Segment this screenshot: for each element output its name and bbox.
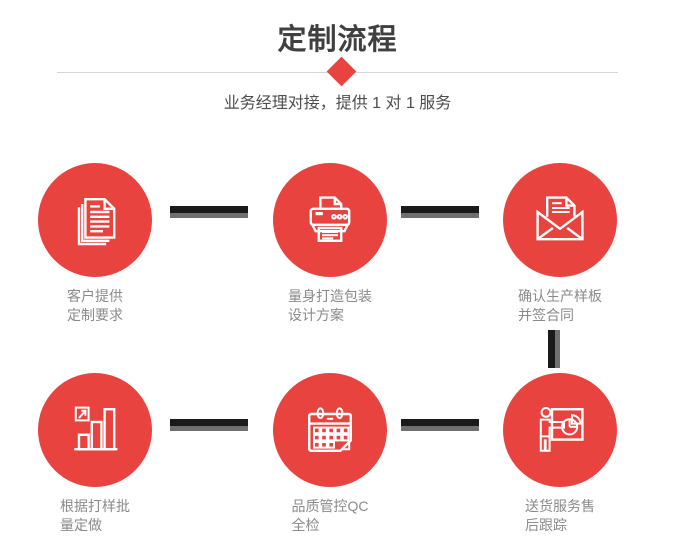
bar-chart-icon — [74, 406, 118, 451]
page-title: 定制流程 — [277, 24, 398, 56]
page-subtitle: 业务经理对接，提供 1 对 1 服务 — [223, 95, 452, 112]
step6-label-line2: 后跟踪 — [525, 517, 567, 533]
printer-icon — [309, 196, 351, 242]
step6-circle — [503, 373, 617, 487]
envelope-icon — [536, 196, 584, 241]
step3-label-line1: 确认生产样板 — [518, 288, 602, 304]
step2-label-line2: 设计方案 — [288, 307, 344, 323]
step4-label: 根据打样批 量定做 — [5, 497, 185, 535]
step4-label-line1: 根据打样批 — [60, 498, 130, 514]
connector-step1-step2 — [170, 206, 248, 218]
step1-label-line2: 定制要求 — [67, 307, 123, 323]
step6-label-line1: 送货服务售 — [525, 498, 595, 514]
step3-label-line2: 并签合同 — [518, 307, 574, 323]
step2-label-line1: 量身打造包装 — [288, 288, 372, 304]
connector-step3-step6 — [548, 330, 560, 368]
step3-label: 确认生产样板 并签合同 — [470, 287, 650, 325]
step5-circle — [273, 373, 387, 487]
calendar-icon — [308, 407, 352, 452]
step4-label-line2: 量定做 — [60, 517, 102, 533]
step3-circle — [503, 163, 617, 277]
step6-label: 送货服务售 后跟踪 — [470, 497, 650, 535]
step5-label-line1: 品质管控QC — [291, 498, 369, 514]
step2-label: 量身打造包装 设计方案 — [240, 287, 420, 325]
step1-circle — [38, 163, 152, 277]
step1-label: 客户提供 定制要求 — [5, 287, 185, 325]
documents-icon — [77, 198, 116, 246]
step1-label-line1: 客户提供 — [67, 288, 123, 304]
step5-label-line2: 全检 — [291, 517, 320, 533]
connector-step2-step3 — [401, 206, 479, 218]
step5-label: 品质管控QC 全检 — [240, 497, 420, 535]
step4-circle — [38, 373, 152, 487]
step2-circle — [273, 163, 387, 277]
connector-step4-step5 — [170, 419, 248, 431]
connector-step5-step6 — [401, 419, 479, 431]
diamond-accent-icon — [326, 56, 357, 87]
presentation-icon — [539, 407, 584, 452]
